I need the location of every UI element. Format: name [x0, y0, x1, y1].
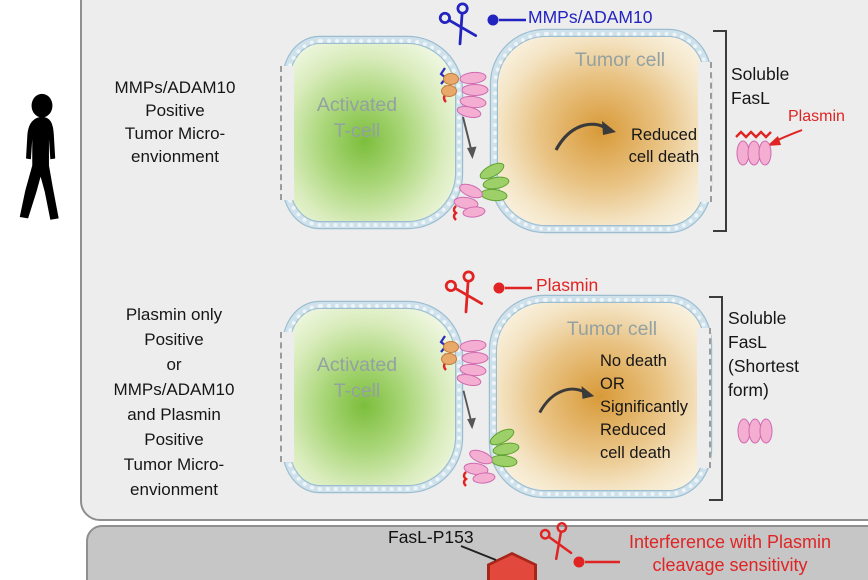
fasl-synapse-cluster-s2-icon: [439, 334, 490, 388]
fasl-cleaved-cluster-s2-icon: [462, 424, 521, 488]
tumor-open-edge-s1: [698, 62, 712, 202]
tcell-membrane-s2: [283, 302, 462, 492]
fasl-p153-label: FasL-P153: [388, 527, 474, 547]
tcell-body-s1: [290, 44, 455, 221]
plasmin-label-s1: Plasmin: [788, 108, 845, 125]
soluble-fasl-label-s2: Soluble FasL (Shortest form): [728, 308, 799, 400]
tumor-label-s2: Tumor cell: [566, 318, 658, 340]
down-arrow-s1-icon: [462, 116, 477, 159]
tumor-membrane-s2: [490, 296, 711, 497]
scenario1-environment-label: MMPs/ADAM10 Positive Tumor Micro- envion…: [114, 78, 236, 166]
tumor-body-s2: [497, 303, 704, 490]
soluble-fasl-s1-icon: [735, 130, 772, 166]
curved-arrow-s1-icon: [554, 121, 616, 151]
tcell-body-s2: [290, 309, 455, 485]
fasl-p153-pointer-line: [460, 545, 497, 561]
human-silhouette-icon: [19, 93, 59, 220]
interference-enzyme-dot-icon: [573, 556, 620, 568]
interference-label: Interference with Plasmin cleavage sensi…: [628, 532, 832, 575]
plasmin-scissors-icon: [444, 270, 484, 314]
down-arrow-s2-icon: [462, 390, 476, 430]
tcell-label-s1: Activated T-cell: [316, 94, 398, 142]
mmp-scissors-icon: [438, 2, 478, 46]
plasmin-enzyme-dot-icon: [493, 282, 532, 294]
tcell-open-edge-s1: [280, 66, 294, 200]
fasl-synapse-cluster-s1-icon: [439, 66, 490, 120]
outcome-label-s1: Reduced cell death: [628, 126, 700, 166]
mmp-enzyme-dot-icon: [487, 14, 526, 26]
tcell-open-edge-s2: [280, 332, 294, 462]
fasl-cleaved-cluster-s1-icon: [452, 158, 511, 222]
right-bracket-s2: [709, 296, 723, 501]
tumor-label-s1: Tumor cell: [574, 49, 666, 71]
plasmin-arrow-s1-icon: [767, 129, 803, 146]
tcell-label-s2: Activated T-cell: [316, 354, 398, 402]
right-bracket-s1: [713, 30, 727, 232]
scenario1-protease-label: MMPs/ADAM10: [528, 7, 653, 27]
tcell-membrane-s1: [283, 37, 462, 228]
scenario2-protease-label: Plasmin: [536, 275, 599, 295]
interference-scissors-icon: [539, 522, 573, 561]
soluble-fasl-s2-icon: [737, 418, 773, 444]
soluble-fasl-label-s1: Soluble FasL: [731, 64, 790, 108]
outcome-label-s2: No death OR Significantly Reduced cell d…: [600, 352, 689, 462]
curved-arrow-s2-icon: [538, 386, 595, 414]
scenario2-environment-label: Plasmin only Positive or MMPs/ADAM10 and…: [113, 305, 235, 499]
tumor-open-edge-s2: [697, 328, 711, 468]
tumor-body-s1: [498, 37, 704, 225]
